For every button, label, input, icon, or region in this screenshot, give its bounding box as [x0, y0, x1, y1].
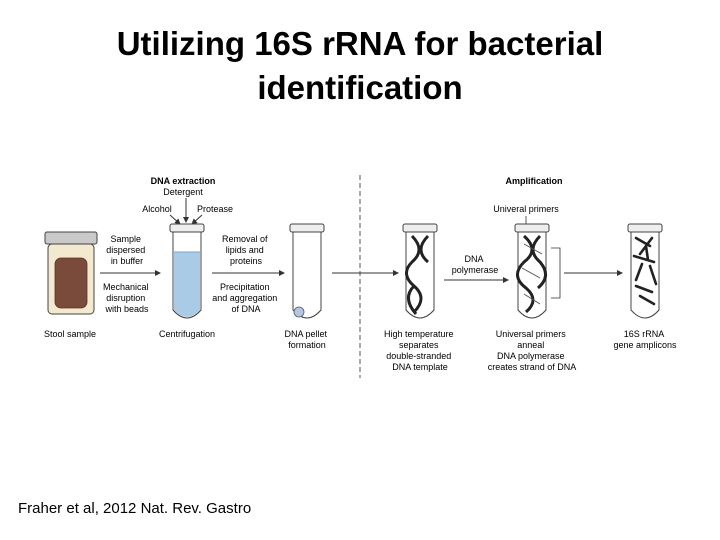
dna-pellet-tube	[289, 223, 325, 319]
dna-extraction-header: DNA extraction	[151, 176, 216, 186]
removal-lipids-label: Removal of lipids and proteins	[222, 234, 270, 266]
centrifugation-label: Centrifugation	[159, 329, 215, 339]
dna-polymerase-label: DNA polymerase	[452, 254, 499, 275]
centrifugation-tube	[169, 223, 205, 319]
amplicons-label: 16S rRNA gene amplicons	[613, 329, 677, 350]
amplify-bracket	[551, 247, 561, 299]
protease-label: Protease	[197, 204, 233, 214]
citation: Fraher et al, 2012 Nat. Rev. Gastro	[18, 500, 252, 517]
alcohol-arrow	[169, 214, 181, 225]
high-temp-label: High temperature separates double-strand…	[384, 329, 456, 372]
dna-pellet-label: DNA pellet formation	[284, 329, 329, 350]
sample-dispersed-label: Sample dispersed in buffer	[106, 234, 148, 266]
slide-title: Utilizing 16S rRNA for bacterial identif…	[40, 22, 680, 110]
stool-sample-jar	[44, 231, 98, 315]
title-line-1: Utilizing 16S rRNA for bacterial	[116, 25, 604, 62]
amplicons-tube	[627, 223, 663, 319]
protease-arrow	[191, 214, 203, 225]
anneal-tube	[514, 223, 550, 319]
universal-primers-label: Univeral primers	[493, 204, 559, 214]
stool-sample-label: Stool sample	[44, 329, 96, 339]
amplification-header: Amplification	[505, 176, 562, 186]
alcohol-label: Alcohol	[142, 204, 172, 214]
primers-anneal-label: Universal primers anneal DNA polymerase …	[488, 329, 577, 372]
mechanical-disruption-label: Mechanical disruption with beads	[103, 282, 151, 314]
title-line-2: identification	[257, 69, 463, 106]
detergent-label: Detergent	[163, 187, 203, 197]
precipitation-label: Precipitation and aggregation of DNA	[212, 282, 280, 314]
template-tube	[402, 223, 438, 319]
